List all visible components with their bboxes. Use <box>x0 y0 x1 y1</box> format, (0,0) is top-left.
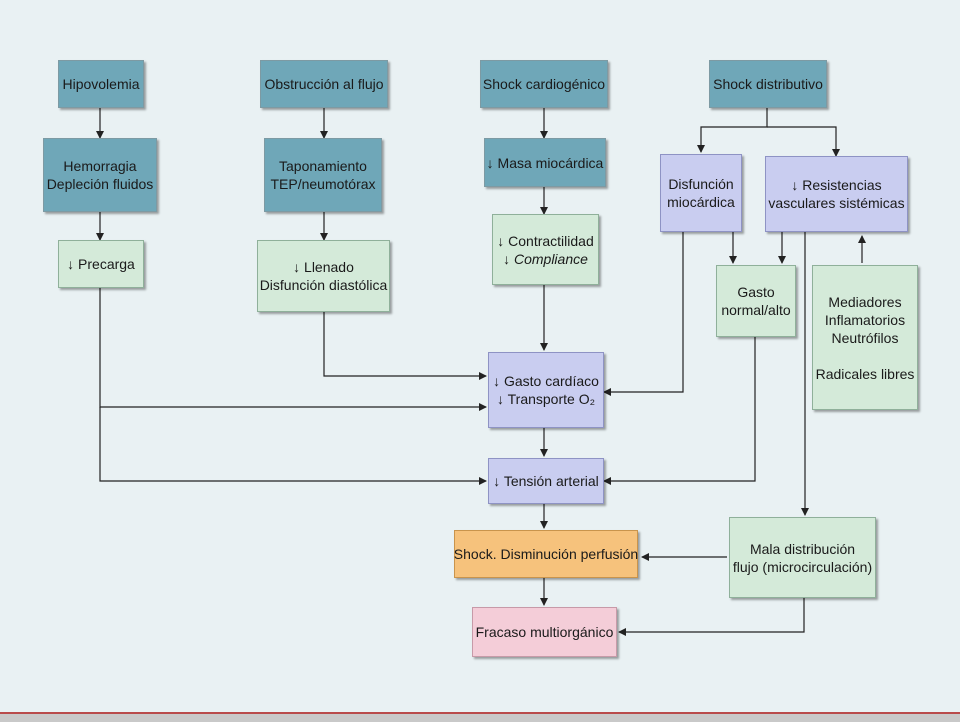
arrow-precarga-tension <box>99 407 487 485</box>
node-label-line: flujo (microcirculación) <box>732 558 873 575</box>
node-label-line: ↓ Resistencias <box>791 177 882 193</box>
node-label-line: Shock distributivo <box>713 76 823 92</box>
node-label-line: ↓ Gasto cardíaco <box>493 373 599 389</box>
node-label-line: Radicales libres <box>815 365 915 382</box>
node-resistencias-vasculares: ↓ Resistencias vasculares sistémicas <box>765 156 908 232</box>
node-fracaso-multiorganico: Fracaso multiorgánico <box>472 607 617 657</box>
node-hipovolemia: Hipovolemia <box>58 60 144 108</box>
node-label-line: Depleción fluidos <box>46 176 154 192</box>
node-label-line: ↓ Tensión arterial <box>493 473 599 489</box>
node-shock-distributivo: Shock distributivo <box>709 60 827 108</box>
arrow-maladist-fracaso <box>618 598 805 636</box>
node-label-line <box>863 347 867 365</box>
node-label-line: ↓ Transporte O₂ <box>496 391 596 407</box>
node-label-line: ↓ Contractilidad <box>497 232 594 249</box>
node-label-line: Shock cardiogénico <box>482 76 606 92</box>
node-shock-perfusion: Shock. Disminución perfusión <box>454 530 638 578</box>
node-label-line: vasculares sistémicas <box>768 195 905 211</box>
arrow-llenado-gasto <box>323 312 487 380</box>
node-label-line: Mediadores <box>828 293 902 310</box>
node-label-line: Mala distribución <box>749 540 856 557</box>
node-label-line: Shock. Disminución perfusión <box>453 546 639 562</box>
node-label-line: miocárdica <box>667 194 735 210</box>
node-label-line: Taponamiento <box>279 158 367 174</box>
node-gasto-normal: Gasto normal/alto <box>716 265 796 337</box>
arrow-gastonormal-tension <box>603 337 756 485</box>
node-label-line: ↓ Masa miocárdica <box>486 154 604 171</box>
arrow-distributivo-split <box>697 108 768 153</box>
slide-footer-bar <box>0 712 960 722</box>
node-label-line: normal/alto <box>721 302 791 318</box>
arrow-disfuncion-gasto <box>603 232 684 396</box>
node-tension-arterial: ↓ Tensión arterial <box>488 458 604 504</box>
node-label-line: Obstrucción al flujo <box>264 76 384 92</box>
node-label-line: ↓ Llenado <box>293 259 354 275</box>
node-label-line: Neutrófilos <box>831 329 899 346</box>
arrow-distributivo-resistencias <box>767 126 840 157</box>
node-obstruccion-flujo: Obstrucción al flujo <box>260 60 388 108</box>
node-label-line: ↓ Precarga <box>67 256 135 272</box>
node-precarga: ↓ Precarga <box>58 240 144 288</box>
node-gasto-cardiaco: ↓ Gasto cardíaco ↓ Transporte O₂ <box>488 352 604 428</box>
node-disfuncion-miocardica: Disfunción miocárdica <box>660 154 742 232</box>
node-masa-miocardica: ↓ Masa miocárdica <box>484 138 606 187</box>
node-label-line: TEP/neumotórax <box>270 176 376 192</box>
node-label-line: Gasto <box>737 284 775 300</box>
node-contractilidad: ↓ Contractilidad↓ Compliance <box>492 214 599 285</box>
node-label-line: Hemorragia <box>63 158 137 174</box>
node-label-line: ↓ Compliance <box>503 250 588 267</box>
node-shock-cardiogenico: Shock cardiogénico <box>480 60 608 108</box>
node-label-line: Disfunción diastólica <box>259 277 388 293</box>
node-label-line: Disfunción <box>668 176 734 192</box>
node-label-line: Inflamatorios <box>824 311 906 328</box>
node-label-line: Fracaso multiorgánico <box>475 624 614 640</box>
node-label-line: Hipovolemia <box>62 76 140 92</box>
